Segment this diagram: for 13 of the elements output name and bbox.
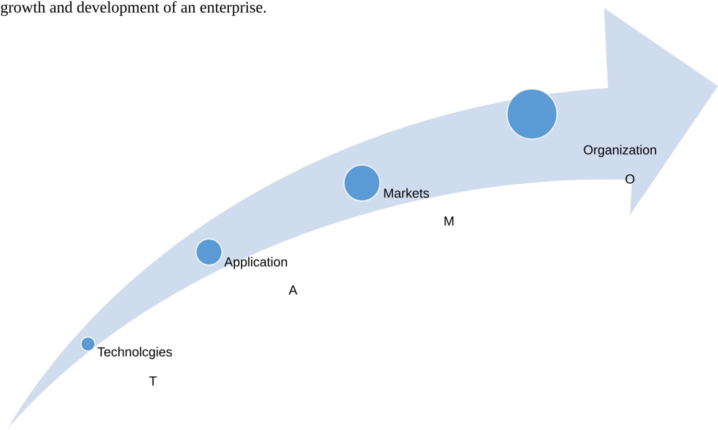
- dot: [506, 88, 558, 140]
- dot-label: Technolcgies: [98, 346, 172, 360]
- dot-label: A: [288, 286, 298, 294]
- dot: [196, 238, 222, 266]
- dot-label: Organization: [584, 144, 656, 158]
- dot-label: Application: [224, 256, 287, 270]
- dot-label: M: [444, 216, 454, 226]
- dot-label: O: [626, 174, 634, 184]
- dot: [344, 164, 380, 202]
- dot-label: T: [149, 376, 157, 386]
- caption-text: growth and development of an enterprise.: [0, 1, 266, 16]
- dot: [80, 336, 96, 352]
- dot-label: Markets: [384, 188, 429, 198]
